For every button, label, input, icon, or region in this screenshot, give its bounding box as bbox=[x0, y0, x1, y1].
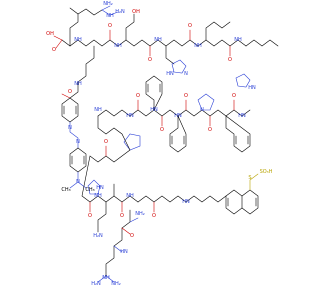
atom-label-o: O bbox=[188, 23, 192, 29]
atom-label-nh: NH bbox=[126, 193, 134, 199]
atom-label-o: O bbox=[52, 47, 56, 53]
atom-label-oh: OH bbox=[132, 9, 140, 15]
atom-label-o: O bbox=[208, 127, 212, 133]
atom-label-nh2: NH₂ bbox=[103, 1, 113, 7]
atom-label-o: O bbox=[152, 213, 156, 219]
atom-label-o: O bbox=[228, 57, 232, 63]
bond-layer bbox=[53, 5, 279, 283]
atom-label-o: O bbox=[120, 213, 124, 219]
peptide-skeletal-structure: NH₂ NH H₂N OH O NH O OH NH O NH O NH O N… bbox=[46, 1, 279, 287]
atom-label-oh: OH bbox=[46, 31, 54, 37]
atom-label-o: O bbox=[130, 233, 134, 239]
atom-label-nh: NH bbox=[106, 13, 114, 19]
atom-label-nh: NH bbox=[154, 37, 162, 43]
atom-label-n: N bbox=[184, 71, 188, 77]
atom-label-s: S bbox=[248, 175, 251, 181]
atom-label-hn: HN bbox=[238, 113, 246, 119]
atom-label-h2n: H₂N bbox=[115, 9, 125, 15]
atom-label-nh: NH bbox=[234, 37, 242, 43]
atom-label-nh2: NH₂ bbox=[111, 281, 121, 287]
atom-label-nh2: NH₂ bbox=[135, 211, 145, 217]
atom-label-nh: NH bbox=[74, 81, 82, 87]
atom-label-o: O bbox=[184, 93, 188, 99]
atom-label-nh: NH bbox=[94, 107, 102, 113]
atom-label-o: O bbox=[136, 93, 140, 99]
atom-label-n: N bbox=[76, 179, 80, 185]
atom-label-hn: HN bbox=[126, 113, 134, 119]
atom-label-hn: HN bbox=[96, 185, 104, 191]
atom-label-n: N bbox=[76, 139, 80, 145]
atom-label-o: O bbox=[88, 213, 92, 219]
atom-label-n: N bbox=[200, 107, 204, 113]
atom-label-hn: HN bbox=[248, 85, 256, 91]
atom-label-hn: HN bbox=[166, 71, 174, 77]
atom-label-hn: HN bbox=[174, 113, 182, 119]
atom-label-layer: NH₂ NH H₂N OH O NH O OH NH O NH O NH O N… bbox=[46, 1, 273, 287]
atom-label-nh: NH bbox=[102, 275, 110, 281]
atom-label-nh: NH bbox=[194, 43, 202, 49]
atom-label-n: N bbox=[68, 125, 72, 131]
atom-label-ch3: CH₃ bbox=[61, 187, 70, 193]
atom-label-hn: HN bbox=[150, 107, 158, 113]
atom-label-nh: NH bbox=[74, 37, 82, 43]
atom-label-o: O bbox=[104, 139, 108, 145]
atom-label-o: O bbox=[108, 23, 112, 29]
atom-label-nh: NH bbox=[114, 43, 122, 49]
atom-label-o: O bbox=[148, 57, 152, 63]
atom-label-o: O bbox=[160, 127, 164, 133]
atom-label-o: O bbox=[232, 93, 236, 99]
atom-label-h2n: H₂N bbox=[93, 233, 103, 239]
atom-label-hn: HN bbox=[120, 249, 128, 255]
atom-label-h2n: H₂N bbox=[91, 281, 101, 287]
atom-label-o: O bbox=[68, 89, 72, 95]
atom-label-so3h: SO₃H bbox=[260, 169, 273, 175]
atom-label-hn: HN bbox=[182, 199, 190, 205]
atom-label-nh: NH bbox=[94, 193, 102, 199]
atom-label-ch3: CH₃ bbox=[85, 187, 94, 193]
